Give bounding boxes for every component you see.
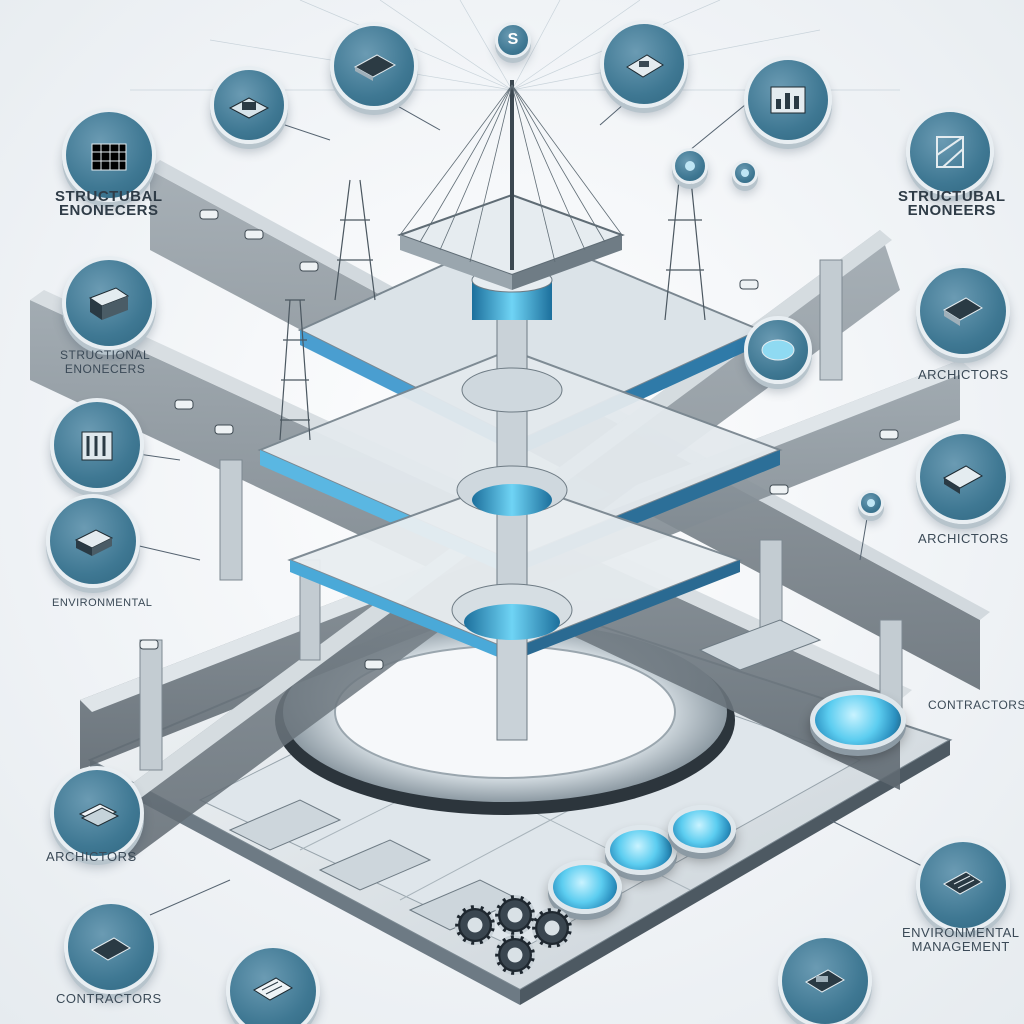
module-icon <box>943 297 983 326</box>
papers-icon <box>78 803 120 827</box>
gear-icon <box>495 895 535 935</box>
label-architectors-left: ARCHICTORS <box>46 849 137 864</box>
map-book-icon <box>943 465 983 494</box>
label-architectors-right-1: ARCHICTORS <box>918 367 1009 382</box>
node-top-left-1[interactable] <box>210 66 288 144</box>
pin-icon <box>741 169 749 177</box>
label-environmental-management: ENVIRONMENTAL MANAGEMENT <box>902 925 1020 954</box>
drawing-icon <box>253 977 293 1001</box>
pin-icon <box>867 499 875 507</box>
tablet-icon <box>91 937 131 961</box>
node-bottom-1[interactable] <box>226 944 320 1024</box>
lens-control-3[interactable] <box>548 860 622 914</box>
lattice-towers <box>279 169 706 441</box>
grid-structure-icon <box>91 143 127 171</box>
node-bottom-2[interactable] <box>778 934 872 1024</box>
node-top-right-2[interactable] <box>744 56 832 144</box>
node-left-5[interactable] <box>50 766 144 860</box>
label-contractors-right: CONTRACTORS <box>928 698 1024 712</box>
gear-icon <box>495 935 535 975</box>
gear-icon <box>455 905 495 945</box>
lens-control-4[interactable] <box>668 805 736 853</box>
vehicles <box>139 209 899 670</box>
management-icon <box>943 871 983 895</box>
building-block-icon <box>88 287 130 320</box>
node-left-2[interactable] <box>62 256 156 350</box>
node-right-3[interactable] <box>916 430 1010 524</box>
small-node-3[interactable] <box>858 490 884 516</box>
node-left-6[interactable] <box>64 900 158 994</box>
node-top-right-1[interactable] <box>600 20 688 108</box>
label-architectors-right-2: ARCHICTORS <box>918 531 1009 546</box>
sensor-icon <box>685 161 695 171</box>
label-contractors-left: CONTRACTORS <box>56 991 162 1006</box>
small-node-2[interactable] <box>732 160 758 186</box>
sensor-icon <box>761 339 795 361</box>
node-left-3[interactable] <box>50 398 144 492</box>
machinery-icon <box>805 969 845 993</box>
logo-s-icon: S <box>507 31 519 48</box>
node-hub-right[interactable] <box>744 316 812 384</box>
architecture-plan-icon <box>936 136 964 168</box>
base-modules <box>228 619 822 931</box>
gear-icon <box>532 908 572 948</box>
small-node-1[interactable] <box>672 148 708 184</box>
node-right-4[interactable] <box>916 838 1010 932</box>
lens-control-2[interactable] <box>605 825 677 875</box>
document-icon <box>626 54 664 78</box>
top-pyramid <box>397 80 625 290</box>
chart-icon <box>770 86 806 114</box>
node-left-1[interactable] <box>62 108 156 202</box>
node-top-left-2[interactable] <box>330 22 418 110</box>
blueprint-icon <box>228 97 270 119</box>
lens-control-1[interactable] <box>810 690 906 750</box>
label-structural-engineers-right: STRUCTUBAL ENONEERS <box>898 188 1006 219</box>
label-structural-engineers-left: STRUCTUBAL ENONECERS <box>55 188 163 219</box>
node-right-2[interactable] <box>916 264 1010 358</box>
top-logo-badge[interactable]: S <box>495 22 531 58</box>
label-environmental-left: ENVIRONMENTAL <box>52 597 153 609</box>
columns-icon <box>81 431 113 461</box>
node-left-4[interactable] <box>46 494 140 588</box>
device-icon <box>353 54 397 81</box>
label-structional-engineers: STRUCTIONAL ENONECERS <box>60 348 151 376</box>
node-right-1[interactable] <box>906 108 994 196</box>
book-icon <box>74 529 114 556</box>
